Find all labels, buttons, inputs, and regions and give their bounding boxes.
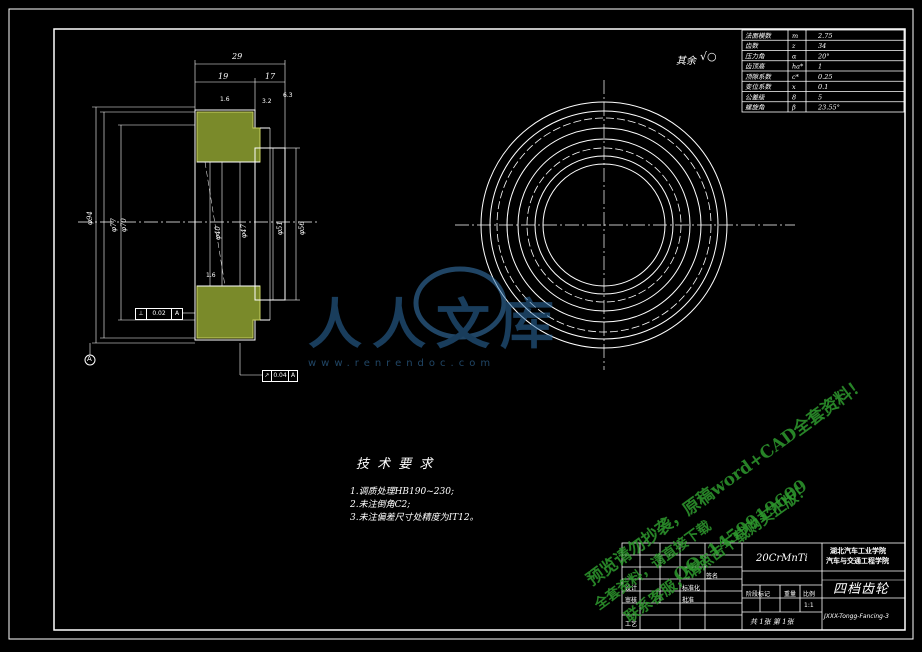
param-name: 齿数	[745, 42, 760, 50]
param-name: 压力角	[745, 52, 765, 60]
param-symbol: m	[792, 32, 798, 40]
param-value: 0.1	[818, 83, 828, 91]
param-value: 20°	[817, 52, 830, 60]
param-table-text: 法面模数 m 2.75 齿数 z 34 压力角 α 20° 齿顶高 ha* 1 顶隙系数 c* 0.25 变位…	[745, 32, 840, 112]
param-name: 公差级	[745, 93, 765, 101]
hatch-top	[196, 111, 261, 163]
param-name: 顶隙系数	[745, 73, 773, 81]
param-symbol: 8	[792, 93, 796, 101]
param-value: 23.55°	[817, 104, 840, 112]
param-symbol: ha*	[792, 63, 804, 71]
datum-symbol	[84, 354, 96, 366]
outer-frame	[8, 8, 914, 640]
param-symbol: c*	[792, 73, 800, 81]
param-name: 齿顶高	[745, 63, 766, 71]
param-value: 5	[818, 93, 822, 101]
param-symbol: α	[792, 52, 797, 60]
hatch-bottom	[196, 285, 261, 339]
param-symbol: z	[791, 42, 796, 50]
param-name: 螺旋角	[745, 104, 765, 112]
param-value: 34	[818, 42, 826, 50]
param-value: 1	[818, 63, 822, 71]
param-name: 法面模数	[745, 32, 773, 40]
face-view	[455, 80, 795, 370]
title-block	[621, 542, 906, 631]
param-symbol: β	[791, 104, 796, 112]
param-value: 0.25	[818, 73, 832, 81]
param-table	[741, 29, 905, 113]
inner-frame	[53, 28, 906, 631]
param-value: 2.75	[817, 32, 832, 40]
section-view	[78, 60, 318, 376]
param-name: 变位系数	[745, 83, 773, 91]
param-symbol: x	[792, 83, 796, 91]
